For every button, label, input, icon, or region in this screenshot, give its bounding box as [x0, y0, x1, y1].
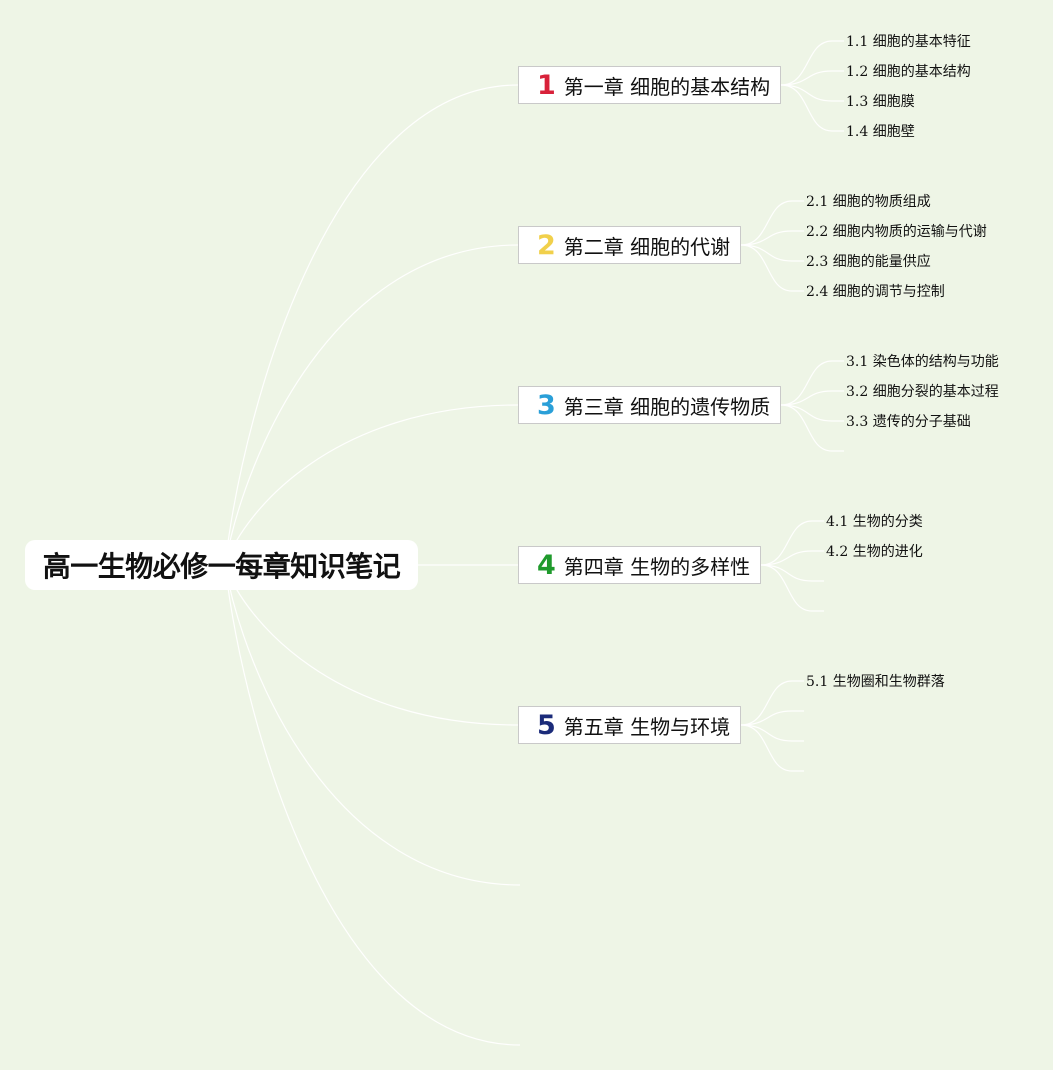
chapter-label: 第四章 生物的多样性	[563, 554, 751, 579]
topic-branch-line	[740, 244, 804, 292]
chapter-node-4[interactable]: 4 第四章 生物的多样性	[518, 546, 761, 584]
chapter-number-icon: 5	[537, 709, 556, 741]
root-node[interactable]: 高一生物必修一每章知识笔记	[25, 540, 418, 590]
chapter-node-3[interactable]: 3 第三章 细胞的遗传物质	[518, 386, 781, 424]
topic-item[interactable]: 1.2 细胞的基本结构	[846, 64, 971, 80]
topic-branch-line	[740, 724, 804, 742]
root-label: 高一生物必修一每章知识笔记	[42, 550, 401, 583]
topic-item[interactable]: 2.2 细胞内物质的运输与代谢	[806, 224, 987, 240]
chapter-node-1[interactable]: 1 第一章 细胞的基本结构	[518, 66, 781, 104]
topic-branch-line	[780, 360, 844, 406]
topic-branch-line	[780, 84, 844, 132]
root-branch-line	[224, 244, 519, 566]
topic-item[interactable]: 3.1 染色体的结构与功能	[846, 354, 999, 370]
topic-item[interactable]: 1.1 细胞的基本特征	[846, 34, 971, 50]
topic-item[interactable]: 4.2 生物的进化	[826, 544, 923, 560]
topic-branch-line	[760, 564, 824, 582]
topic-branch-line	[780, 404, 844, 452]
topic-branch-line	[760, 520, 824, 566]
topic-branch-line	[740, 710, 804, 726]
topic-branch-line	[740, 244, 804, 262]
chapter-node-5[interactable]: 5 第五章 生物与环境	[518, 706, 741, 744]
chapter-number-icon: 4	[537, 549, 556, 581]
topic-branch-line	[780, 404, 844, 422]
root-branch-line	[224, 84, 519, 566]
chapter-label: 第五章 生物与环境	[563, 714, 731, 739]
topic-branch-line	[760, 564, 824, 612]
chapter-number-icon: 1	[537, 69, 556, 101]
topic-item[interactable]: 1.3 细胞膜	[846, 94, 915, 110]
topic-item[interactable]: 3.2 细胞分裂的基本过程	[846, 384, 999, 400]
topic-item[interactable]: 4.1 生物的分类	[826, 514, 923, 530]
root-branch-line	[224, 564, 521, 1046]
topic-branch-line	[780, 84, 844, 102]
topic-item[interactable]: 2.4 细胞的调节与控制	[806, 284, 945, 300]
chapter-node-2[interactable]: 2 第二章 细胞的代谢	[518, 226, 741, 264]
topic-item[interactable]: 2.1 细胞的物质组成	[806, 194, 931, 210]
root-branch-line	[224, 564, 521, 886]
chapter-number-icon: 2	[537, 229, 556, 261]
chapter-label: 第二章 细胞的代谢	[563, 234, 731, 259]
topic-branch-line	[740, 680, 804, 726]
topic-branch-line	[740, 230, 804, 246]
topic-item[interactable]: 3.3 遗传的分子基础	[846, 414, 971, 430]
chapter-number-icon: 3	[537, 389, 556, 421]
topic-branch-line	[780, 390, 844, 406]
topic-branch-line	[780, 40, 844, 86]
topic-item[interactable]: 1.4 细胞壁	[846, 124, 915, 140]
chapter-label: 第三章 细胞的遗传物质	[563, 394, 771, 419]
topic-branch-line	[740, 724, 804, 772]
topic-branch-line	[740, 200, 804, 246]
topic-item[interactable]: 5.1 生物圈和生物群落	[806, 674, 945, 690]
topic-item[interactable]: 2.3 细胞的能量供应	[806, 254, 931, 270]
topic-branch-line	[760, 550, 824, 566]
chapter-label: 第一章 细胞的基本结构	[563, 74, 771, 99]
topic-branch-line	[780, 70, 844, 86]
